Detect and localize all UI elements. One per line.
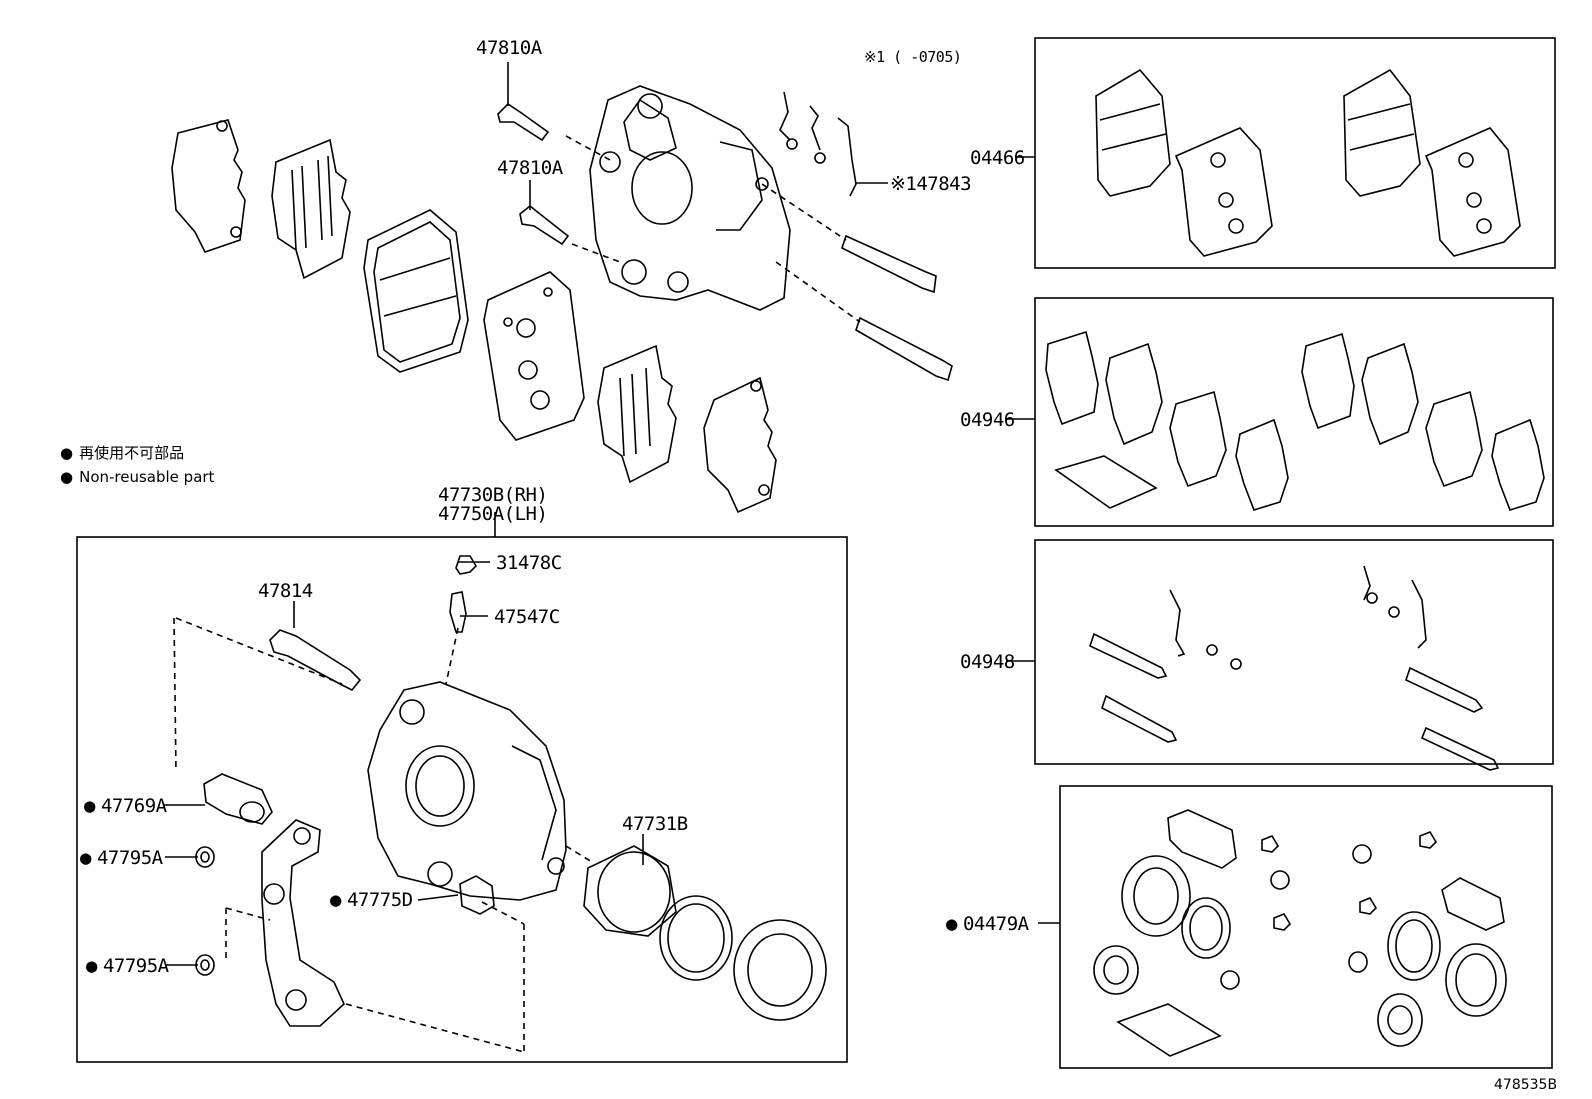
caliper-assembly-box [76, 536, 848, 1063]
label-clip: ※147843 [890, 173, 972, 195]
label-bolt-upper: 47810A [476, 37, 542, 59]
label-bleeder: 47547C [494, 606, 560, 628]
label-piston: 47731B [622, 813, 688, 835]
kit-box-shims [1034, 297, 1554, 527]
kit-box-pads [1034, 37, 1556, 269]
label-kit-shims: 04946 [960, 409, 1015, 431]
drawing-code: 478535B [1494, 1077, 1558, 1093]
legend-en: Non-reusable part [60, 468, 214, 486]
label-caliper-rh: 47730B(RH) [438, 484, 548, 506]
label-washer-2: 47795A [86, 956, 169, 976]
legend-jp: 再使用不可部品 [60, 442, 184, 463]
label-bushing: 47775D [330, 890, 413, 910]
label-boot: 47769A [84, 796, 167, 816]
label-cap: 31478C [496, 552, 562, 574]
label-bolt-lower: 47810A [497, 157, 563, 179]
kit-box-seal [1059, 785, 1553, 1069]
label-washer-1: 47795A [80, 848, 163, 868]
label-pin: 47814 [258, 580, 313, 602]
range-note: ※1 ( -0705) [864, 48, 962, 66]
label-kit-fitting: 04948 [960, 651, 1015, 673]
label-kit-pads: 04466 [970, 147, 1025, 169]
kit-box-fitting [1034, 539, 1554, 765]
label-kit-seal: 04479A [946, 914, 1029, 934]
label-caliper-lh: 47750A(LH) [438, 503, 548, 525]
